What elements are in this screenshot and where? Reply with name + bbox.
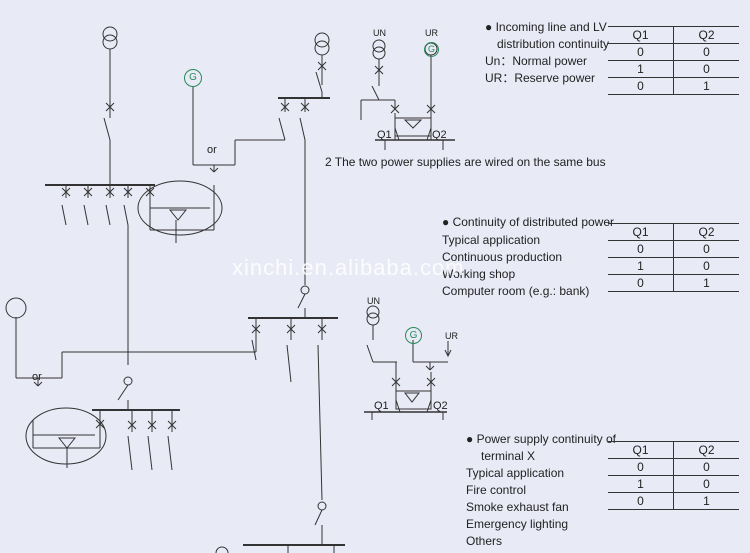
watermark: xinchi.en.alibaba.com xyxy=(232,255,465,280)
ur-legend: UR：Reserve power xyxy=(485,71,596,85)
transformer-symbol-mid xyxy=(314,32,330,56)
table-cell: 0 xyxy=(673,475,739,493)
un-label: UN xyxy=(373,28,386,38)
table-header-cell: Q2 xyxy=(673,223,739,241)
q2-label: Q2 xyxy=(432,129,447,141)
q1b-label: Q1 xyxy=(374,400,389,412)
table-cell: 1 xyxy=(673,492,739,510)
table-cell: 0 xyxy=(673,458,739,476)
generator-label: G xyxy=(409,330,418,341)
generator-icon-ur: G xyxy=(424,42,439,57)
table-header-cell: Q2 xyxy=(673,26,739,44)
table-cell: 0 xyxy=(673,257,739,275)
table-cell: 1 xyxy=(608,257,674,275)
section2-item: Working shop xyxy=(442,267,516,281)
table-header-cell: Q1 xyxy=(608,441,674,459)
table-cell: 1 xyxy=(673,77,739,95)
table-cell: 1 xyxy=(608,60,674,78)
or-label-top: or xyxy=(207,144,217,156)
transfer-switch-ellipse-left xyxy=(25,407,107,465)
section3-item: Smoke exhaust fan xyxy=(466,500,569,514)
generator-icon-mid: G xyxy=(405,327,422,344)
ur2-label: UR xyxy=(445,331,458,341)
section3-item: Fire control xyxy=(466,483,527,497)
section3-item: Emergency lighting xyxy=(466,517,569,531)
section3-item: Typical application xyxy=(466,466,565,480)
generator-icon: G xyxy=(184,69,202,87)
transformer-symbol-un2 xyxy=(366,305,380,326)
table-header-cell: Q2 xyxy=(673,441,739,459)
section2-item: Continuous production xyxy=(442,250,563,264)
q2b-label: Q2 xyxy=(433,400,448,412)
section1-heading-line2: distribution continuity xyxy=(497,37,610,51)
table-cell: 0 xyxy=(608,43,674,61)
table-cell: 0 xyxy=(608,274,674,292)
section3-heading-line2: terminal X xyxy=(481,449,536,463)
section1-caption: 2 The two power supplies are wired on th… xyxy=(325,155,606,169)
generator-label: G xyxy=(189,72,197,83)
or-label-left: or xyxy=(32,371,42,383)
table-header-cell: Q1 xyxy=(608,26,674,44)
section3-item: Others xyxy=(466,534,503,548)
outgoing-feeders-top-left xyxy=(61,185,133,365)
node-circle xyxy=(300,285,310,295)
transformer-symbol-top-left xyxy=(102,26,118,50)
table-cell: 0 xyxy=(673,60,739,78)
section3-heading-line1: ● Power supply continuity of xyxy=(466,432,616,446)
table-cell: 0 xyxy=(608,240,674,258)
table-cell: 0 xyxy=(608,77,674,95)
table-cell: 1 xyxy=(673,274,739,292)
table-cell: 0 xyxy=(673,240,739,258)
table-header-cell: Q1 xyxy=(608,223,674,241)
section1-heading-line1: ● Incoming line and LV xyxy=(485,20,607,34)
table-cell: 0 xyxy=(673,43,739,61)
table-cell: 0 xyxy=(608,458,674,476)
table-cell: 0 xyxy=(608,492,674,510)
section2-heading: ● Continuity of distributed power xyxy=(442,215,615,229)
transfer-switch-ellipse-top xyxy=(137,180,223,236)
ur-label: UR xyxy=(425,28,438,38)
q1-label: Q1 xyxy=(377,129,392,141)
section2-item: Typical application xyxy=(442,233,541,247)
table-cell: 1 xyxy=(608,475,674,493)
section2-item: Computer room (e.g.: bank) xyxy=(442,284,590,298)
un2-label: UN xyxy=(367,296,380,306)
un-legend: Un：Normal power xyxy=(485,54,588,68)
generator-label: G xyxy=(427,44,435,54)
transformer-symbol-un xyxy=(372,39,386,60)
